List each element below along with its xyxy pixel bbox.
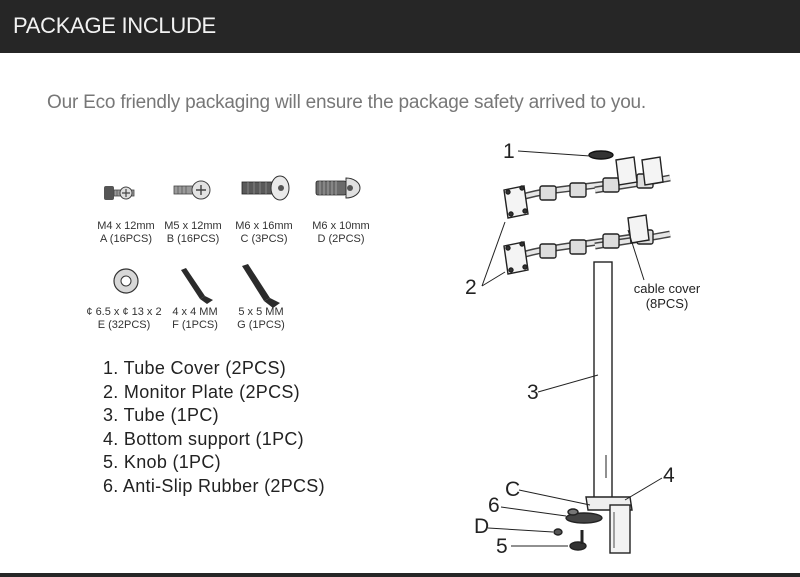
hardware-label-a: M4 x 12mm A (16PCS) xyxy=(97,220,155,245)
hardware-label-f: 4 x 4 MM F (1PCS) xyxy=(172,306,218,331)
hardware-label-b: M5 x 12mm B (16PCS) xyxy=(164,220,222,245)
cable-cover-label: cable cover (8PCS) xyxy=(633,281,701,311)
list-item: 4. Bottom support (1PC) xyxy=(103,428,304,449)
page-title: PACKAGE INCLUDE xyxy=(13,13,216,38)
list-item: 5. Knob (1PC) xyxy=(103,452,221,472)
hardware-label-c: M6 x 16mm C (3PCS) xyxy=(235,220,293,245)
hardware-label-d: M6 x 10mm D (2PCS) xyxy=(312,220,370,245)
list-item: 2. Monitor Plate (2PCS) xyxy=(103,381,300,402)
hex-key-g-icon xyxy=(242,264,280,308)
hardware-label-e: ¢ 6.5 x ¢ 13 x 2 E (32PCS) xyxy=(86,306,162,331)
monitor-mount-diagram xyxy=(503,150,671,554)
hex-key-f-icon xyxy=(181,268,213,304)
leader-lines xyxy=(481,150,663,547)
subtitle: Our Eco friendly packaging will ensure t… xyxy=(47,92,647,113)
list-item: 3. Tube (1PC) xyxy=(103,405,219,425)
callout-1: 1 xyxy=(503,140,515,163)
hardware-label-g: 5 x 5 MM G (1PCS) xyxy=(237,306,285,331)
screw-b-icon xyxy=(173,180,211,200)
list-item: 1. Tube Cover (2PCS) xyxy=(103,358,287,378)
callout-3: 3 xyxy=(527,381,539,404)
screw-a-icon xyxy=(104,186,135,200)
callout-5: 5 xyxy=(496,535,508,558)
washer-e-icon xyxy=(113,268,139,294)
callout-6: 6 xyxy=(488,494,500,517)
screw-c-icon xyxy=(241,175,290,201)
callout-d: D xyxy=(474,515,490,538)
callout-c: C xyxy=(505,478,521,501)
footer-bar xyxy=(0,573,800,577)
screw-d-icon xyxy=(315,177,361,199)
callout-2: 2 xyxy=(465,276,477,299)
list-item: 6. Anti-Slip Rubber (2PCS) xyxy=(103,475,325,496)
header-bar: PACKAGE INCLUDE xyxy=(0,0,800,53)
callout-4: 4 xyxy=(663,464,675,487)
parts-list: 1. Tube Cover (2PCS) 2. Monitor Plate (2… xyxy=(103,357,325,498)
